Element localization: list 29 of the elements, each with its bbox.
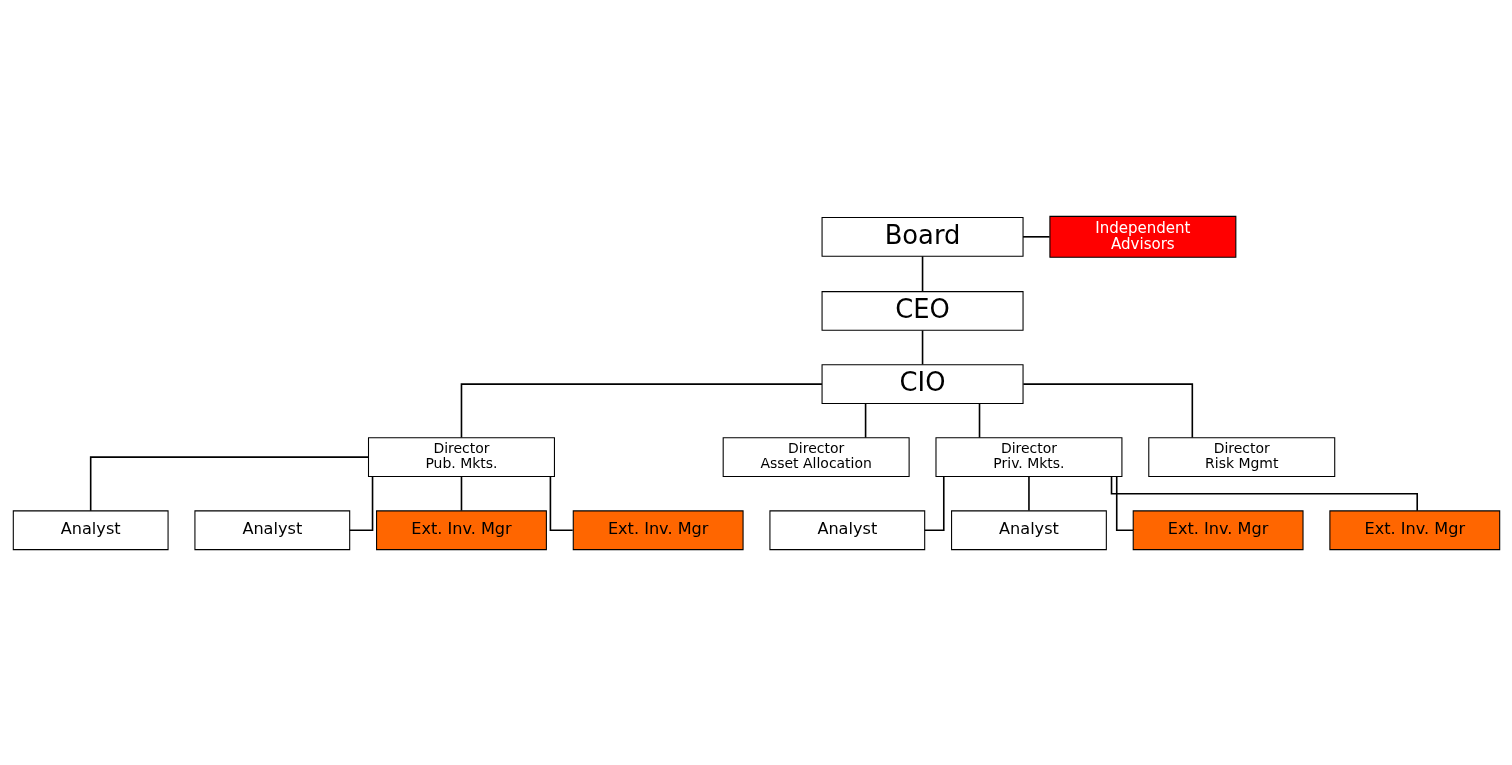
- node-box: Analyst: [768, 509, 925, 550]
- connector: [1115, 475, 1134, 531]
- connector: [460, 475, 462, 511]
- connector: [89, 455, 369, 511]
- connector: [460, 382, 823, 438]
- connector: [921, 329, 923, 365]
- connector: [864, 402, 866, 438]
- connector: [549, 475, 574, 531]
- node-box: Analyst: [950, 509, 1107, 550]
- node-box: CIO: [821, 363, 1024, 404]
- node-box: Director Asset Allocation: [722, 436, 910, 477]
- connector: [348, 475, 373, 531]
- node-box: Board: [821, 216, 1024, 257]
- node-box: Director Priv. Mkts.: [934, 436, 1122, 477]
- node-box: Independent Advisors: [1048, 215, 1236, 258]
- connector: [1021, 235, 1050, 238]
- node-box: Analyst: [193, 509, 350, 550]
- node-box: Ext. Inv. Mgr: [1132, 509, 1304, 550]
- node-box: Ext. Inv. Mgr: [1328, 509, 1500, 550]
- connector: [921, 255, 923, 292]
- node-box: Analyst: [12, 509, 169, 550]
- node-box: Ext. Inv. Mgr: [572, 509, 744, 550]
- connector: [1027, 475, 1030, 511]
- connector: [1022, 382, 1193, 438]
- node-box: Ext. Inv. Mgr: [375, 509, 547, 550]
- connector: [978, 402, 980, 438]
- node-box: Director Pub. Mkts.: [367, 436, 555, 477]
- node-box: CEO: [821, 290, 1024, 331]
- node-box: Director Risk Mgmt: [1147, 436, 1335, 477]
